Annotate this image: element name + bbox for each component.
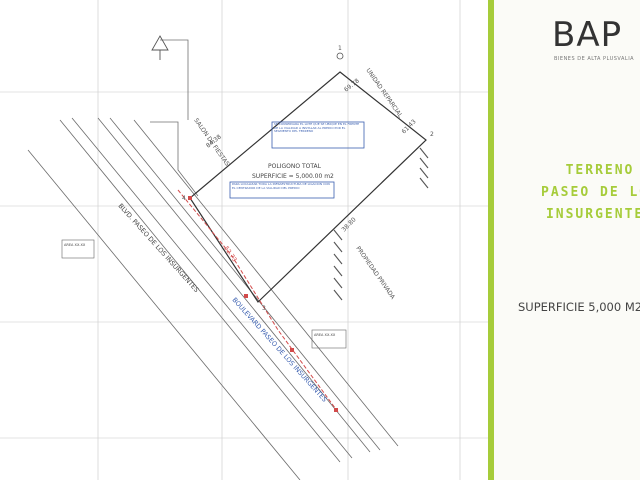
accent-divider	[488, 0, 494, 480]
note-mid-text: PARA LOCALIZAR TODA LA INFRAESTRUCTURA D…	[232, 183, 330, 190]
dimension-right: 61.43	[400, 118, 417, 135]
polygon-total-label: POLIGONO TOTAL	[268, 163, 322, 170]
property-title: TERRENO PASEO DE LOS INSURGENTES	[520, 160, 640, 226]
dimension-diagonal: 38.80	[340, 216, 357, 233]
dimension-low: 52.73	[222, 245, 238, 263]
vertex-label-4: 4	[182, 195, 186, 202]
area-table-right-label: AREA XX.XX	[314, 333, 336, 337]
party-hall-outline	[150, 39, 199, 197]
bap-logo: BAP	[552, 15, 623, 55]
note-box-mid	[229, 181, 335, 199]
housing-unit-label: UNIDAD REPARCIAL	[364, 67, 404, 119]
boulevard-label-1: BLVD. PASEO DE LOS INSURGENTES	[117, 202, 201, 294]
title-line-1: TERRENO	[565, 163, 635, 178]
red-boundary-line	[177, 189, 339, 413]
vertex-label-3: 3	[262, 305, 266, 312]
private-property-label: PROPIEDAD PRIVADA	[354, 245, 396, 301]
title-line-3: INSURGENTES	[545, 207, 640, 222]
vertex-marker	[336, 52, 344, 60]
area-table-left	[61, 239, 95, 259]
site-polygon	[189, 71, 427, 303]
party-hall-label: SALON DE FIESTAS	[192, 117, 230, 167]
area-table-right	[311, 329, 347, 349]
note-top-text: SE CONSERVARA EL LOTE QUE SE UBIQUE EN E…	[274, 123, 360, 134]
vertex-label-2: 2	[430, 131, 434, 138]
site-plan-drawing: 1 2 3 4 69.78 84.38 61.43 38.80 52.73 SA…	[0, 0, 488, 480]
polygon-area-label: SUPERFICIE = 5,000.00 m2	[252, 173, 334, 180]
red-marks	[188, 196, 338, 412]
side-panel: BAP BIENES DE ALTA PLUSVALIA TERRENO PAS…	[494, 0, 640, 480]
dimension-top: 69.78	[343, 77, 361, 93]
logo-tagline: BIENES DE ALTA PLUSVALIA	[554, 56, 635, 62]
note-box-top	[271, 121, 365, 149]
boulevard-lines	[27, 117, 399, 480]
note-mid-wrap: PARA LOCALIZAR TODA LA INFRAESTRUCTURA D…	[232, 183, 330, 190]
title-line-2: PASEO DE LOS	[541, 185, 640, 200]
drafting-grid	[0, 0, 488, 480]
area-table-left-label: AREA XX.XX	[64, 243, 86, 247]
vertex-label-1: 1	[338, 45, 342, 52]
note-top-wrap: SE CONSERVARA EL LOTE QUE SE UBIQUE EN E…	[274, 123, 360, 134]
north-arrow-icon	[151, 35, 169, 60]
boulevard-label-2: BOULEVARD PASEO DE LOS INSURGENTES	[231, 296, 329, 404]
surface-area-label: SUPERFICIE 5,000 M2	[518, 300, 640, 314]
hatched-edge-right	[333, 147, 429, 301]
